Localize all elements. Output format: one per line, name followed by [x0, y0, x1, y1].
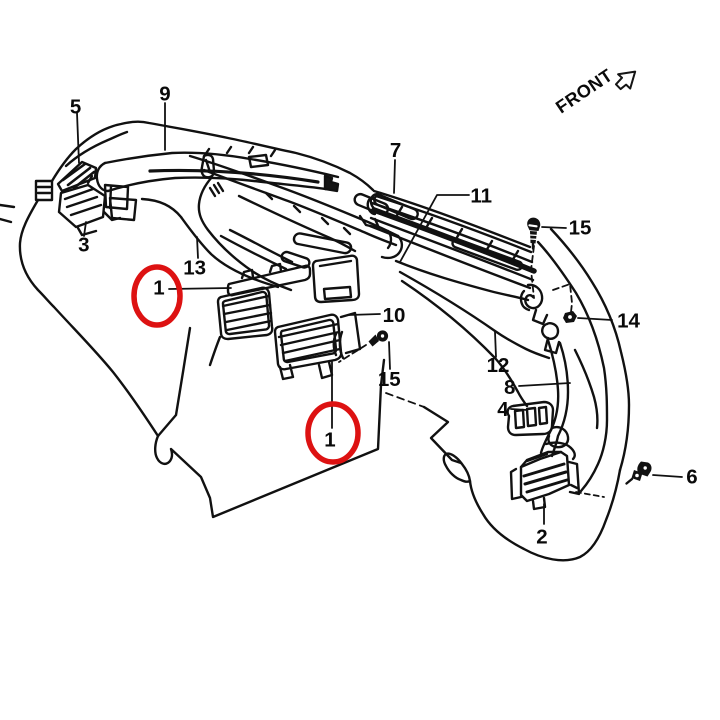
svg-text:8: 8 [504, 376, 515, 399]
svg-text:12: 12 [487, 354, 510, 377]
svg-text:15: 15 [378, 368, 401, 391]
svg-text:4: 4 [497, 398, 509, 421]
svg-text:10: 10 [383, 304, 406, 327]
svg-text:6: 6 [686, 466, 697, 489]
svg-text:14: 14 [617, 310, 640, 333]
svg-text:1: 1 [324, 429, 335, 452]
svg-text:1: 1 [153, 277, 164, 300]
svg-text:11: 11 [470, 185, 492, 208]
svg-text:5: 5 [70, 96, 81, 119]
svg-text:15: 15 [569, 217, 592, 240]
svg-text:3: 3 [78, 233, 89, 256]
svg-text:9: 9 [159, 82, 170, 105]
svg-text:7: 7 [390, 139, 401, 162]
svg-text:13: 13 [183, 256, 206, 279]
svg-text:2: 2 [536, 526, 547, 549]
